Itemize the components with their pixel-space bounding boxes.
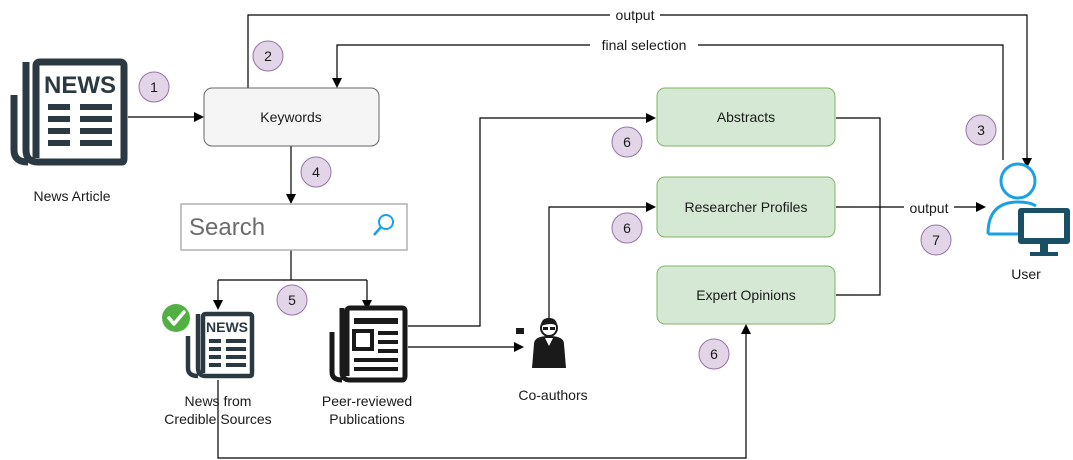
credible-news-icon: NEWS: [185, 311, 255, 379]
coauthors-icon: [516, 318, 566, 368]
svg-text:6: 6: [623, 220, 631, 236]
step-badge: 7: [920, 224, 952, 256]
step-badge: 6: [698, 338, 730, 370]
step-badge: 1: [138, 71, 170, 103]
arrowhead: [646, 113, 656, 123]
user-label: User: [1011, 266, 1041, 282]
search-placeholder: Search: [189, 214, 265, 241]
svg-text:4: 4: [312, 164, 320, 180]
arrowhead: [514, 342, 524, 352]
step-badge: 4: [300, 156, 332, 188]
edge-label-final-selection: final selection: [602, 37, 687, 53]
edge-publications-abstracts: [408, 117, 648, 327]
edge-label-output-right: output: [910, 200, 949, 216]
news-article-label: News Article: [33, 188, 110, 204]
arrowhead: [362, 300, 372, 310]
search-box: Search: [180, 203, 408, 251]
arrowhead: [976, 202, 986, 212]
step-badge: 3: [965, 114, 997, 146]
keywords-box: [203, 87, 380, 147]
researcher-profiles-box: [656, 176, 836, 238]
arrowhead: [286, 194, 296, 204]
edge-news-expert: [217, 332, 747, 459]
step-badge: 6: [611, 212, 643, 244]
researcher-profiles-label: Researcher Profiles: [685, 199, 808, 215]
publications-label-line2: Publications: [329, 411, 405, 427]
monitor-icon: [1018, 208, 1070, 256]
coauthors-label: Co-authors: [518, 387, 587, 403]
credible-news-icon-text: NEWS: [206, 319, 248, 335]
arrowhead: [741, 324, 751, 334]
step-badge: 2: [252, 40, 284, 72]
step-badge: 5: [276, 284, 308, 316]
edge-search-split: [217, 250, 368, 302]
publications-icon: [329, 305, 408, 383]
news-article-icon-text: NEWS: [44, 72, 116, 99]
news-article-icon: NEWS: [10, 58, 128, 166]
svg-text:5: 5: [288, 292, 296, 308]
step-badge: 6: [611, 126, 643, 158]
keywords-label: Keywords: [260, 109, 321, 125]
abstracts-box: [656, 87, 836, 147]
arrowhead: [194, 112, 204, 122]
arrowhead: [332, 78, 342, 88]
svg-text:2: 2: [264, 48, 272, 64]
svg-text:7: 7: [932, 232, 940, 248]
expert-opinions-box: [656, 265, 836, 325]
svg-text:6: 6: [623, 134, 631, 150]
abstracts-label: Abstracts: [717, 109, 775, 125]
svg-text:1: 1: [150, 79, 158, 95]
user-icon: [986, 162, 1037, 236]
publications-label-line1: Peer-reviewed: [322, 393, 412, 409]
checkmark-icon: [162, 304, 190, 332]
arrowhead: [213, 300, 223, 310]
credible-news-label-line2: Credible Sources: [164, 411, 271, 427]
credible-news-label-line1: News from: [185, 393, 252, 409]
search-icon: [373, 214, 394, 236]
arrowhead: [646, 202, 656, 212]
edge-label-output-top: output: [616, 7, 655, 23]
svg-text:3: 3: [977, 122, 985, 138]
svg-text:6: 6: [710, 346, 718, 362]
arrowhead: [1022, 158, 1032, 168]
expert-opinions-label: Expert Opinions: [696, 287, 796, 303]
edge-coauthors-profiles: [548, 206, 648, 320]
